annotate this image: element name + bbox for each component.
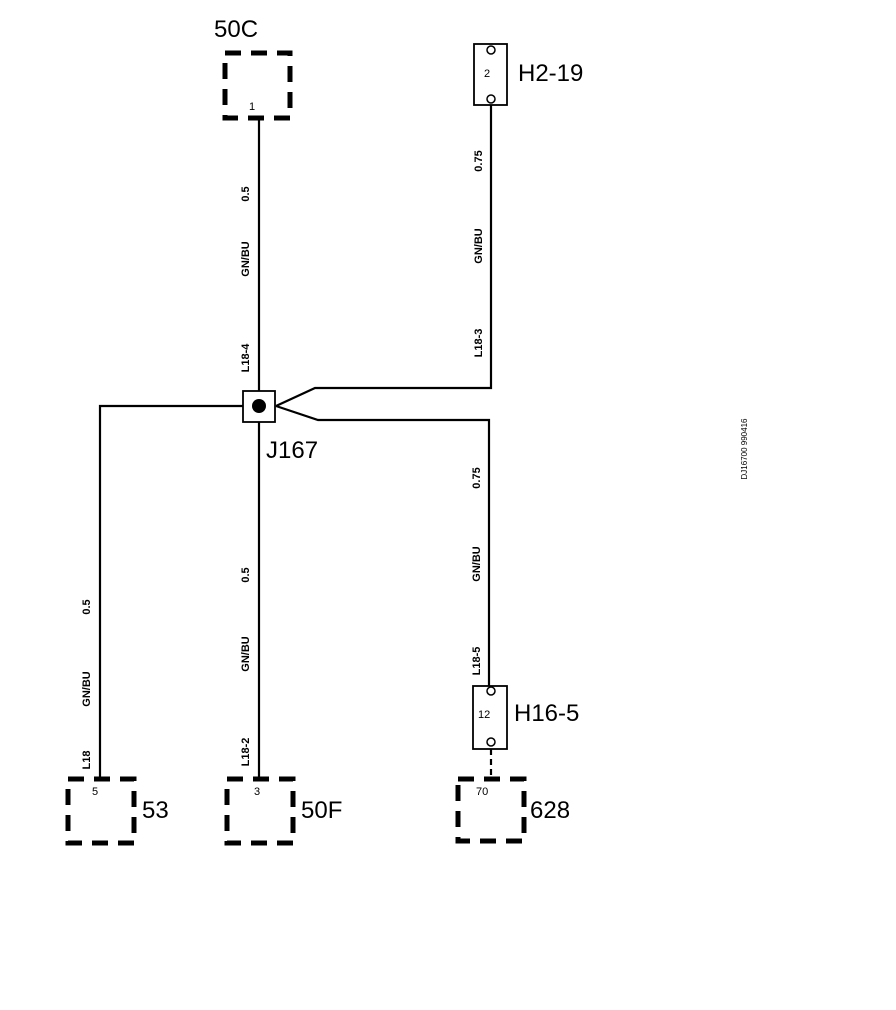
connector-53-box bbox=[65, 776, 137, 846]
wire-middle-circuit: L18-2 bbox=[240, 738, 252, 767]
wire-left-circuit: L18 bbox=[81, 751, 93, 770]
connector-628-box bbox=[455, 776, 527, 844]
wire-j167-h165 bbox=[275, 404, 491, 686]
wire-j167-h219 bbox=[275, 104, 493, 407]
wire-top-right-circuit: L18-3 bbox=[473, 329, 485, 358]
connector-50c-label: 50C bbox=[214, 16, 258, 43]
connector-50f-pin: 3 bbox=[254, 786, 260, 798]
splice-j167-dot-icon bbox=[252, 399, 266, 413]
connector-53-label: 53 bbox=[142, 797, 169, 824]
wire-top-left-size: 0.5 bbox=[240, 186, 252, 201]
wire-middle-color: GN/BU bbox=[240, 636, 252, 672]
connector-50f: 3 50F bbox=[224, 776, 342, 846]
wire-top-left-color: GN/BU bbox=[240, 241, 252, 277]
wire-left-color: GN/BU bbox=[81, 671, 93, 707]
wire-left-size: 0.5 bbox=[81, 599, 93, 614]
connector-h2-19: 2 H2-19 bbox=[473, 43, 583, 106]
splice-j167: J167 bbox=[242, 390, 318, 464]
connector-h16-5-pin-bottom-icon bbox=[486, 737, 496, 747]
connector-628: 70 628 bbox=[455, 776, 570, 844]
wire-middle-size: 0.5 bbox=[240, 567, 252, 582]
connector-50c: 50C 1 bbox=[214, 16, 293, 121]
wire-top-right-color: GN/BU bbox=[473, 228, 485, 264]
connector-h2-19-pin-top-icon bbox=[486, 45, 496, 55]
connector-50c-pin: 1 bbox=[249, 101, 255, 113]
connector-53: 5 53 bbox=[65, 776, 169, 846]
wire-j167-53 bbox=[98, 404, 243, 779]
connector-h16-5-label: H16-5 bbox=[514, 700, 579, 727]
connector-h16-5-pin: 12 bbox=[478, 709, 490, 721]
connector-628-label: 628 bbox=[530, 797, 570, 824]
connector-h2-19-pin: 2 bbox=[484, 68, 490, 80]
connector-53-pin: 5 bbox=[92, 786, 98, 798]
connector-h16-5-pin-top-icon bbox=[486, 686, 496, 696]
connector-50c-box bbox=[222, 50, 293, 121]
reference-code: DJ16700 990416 bbox=[740, 418, 749, 479]
wire-right-color: GN/BU bbox=[471, 546, 483, 582]
wire-top-right-size: 0.75 bbox=[473, 150, 485, 171]
wire-right-circuit: L18-5 bbox=[471, 647, 483, 676]
connector-50f-box bbox=[224, 776, 296, 846]
splice-j167-label: J167 bbox=[266, 437, 318, 464]
connector-628-pin: 70 bbox=[476, 786, 488, 798]
wire-right-size: 0.75 bbox=[471, 467, 483, 488]
wires bbox=[98, 104, 493, 779]
wire-top-left-circuit: L18-4 bbox=[240, 343, 252, 373]
connector-50f-label: 50F bbox=[301, 797, 342, 824]
connector-h16-5: 12 H16-5 bbox=[472, 685, 579, 750]
connector-h2-19-pin-bottom-icon bbox=[486, 94, 496, 104]
connector-h2-19-label: H2-19 bbox=[518, 60, 583, 87]
